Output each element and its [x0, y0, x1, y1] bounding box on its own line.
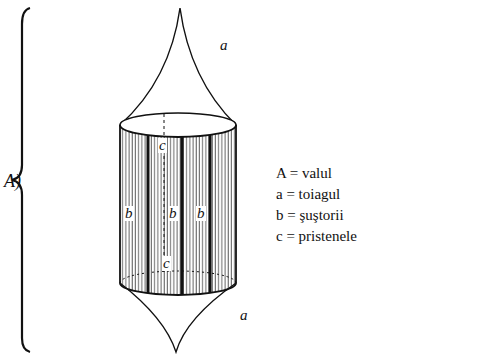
stave: [181, 137, 184, 295]
legend-line: a = toiagul: [276, 187, 340, 202]
cylinder-side: [235, 125, 237, 283]
part-letter: b: [124, 206, 134, 221]
stave: [147, 135, 150, 293]
cylinder-side: [119, 125, 121, 283]
top-rim: [120, 113, 236, 125]
legend-line: c = pristenele: [276, 229, 357, 244]
legend-line: A = valul: [276, 166, 332, 181]
hatching: [118, 100, 240, 300]
bottom-rim-back: [120, 271, 236, 283]
legend-line: b = şuştorii: [276, 208, 344, 223]
part-letter: b: [196, 206, 206, 221]
part-letter: c: [158, 138, 167, 153]
upper-cone: [120, 8, 236, 125]
bottom-rim-front: [120, 283, 236, 295]
stave: [209, 135, 212, 293]
part-letter: a: [220, 38, 228, 53]
part-letter: a: [240, 308, 248, 323]
part-letter: c: [162, 256, 171, 271]
top-rim-front: [120, 125, 236, 137]
group-letter: A): [4, 172, 21, 190]
part-letter: b: [168, 206, 178, 221]
